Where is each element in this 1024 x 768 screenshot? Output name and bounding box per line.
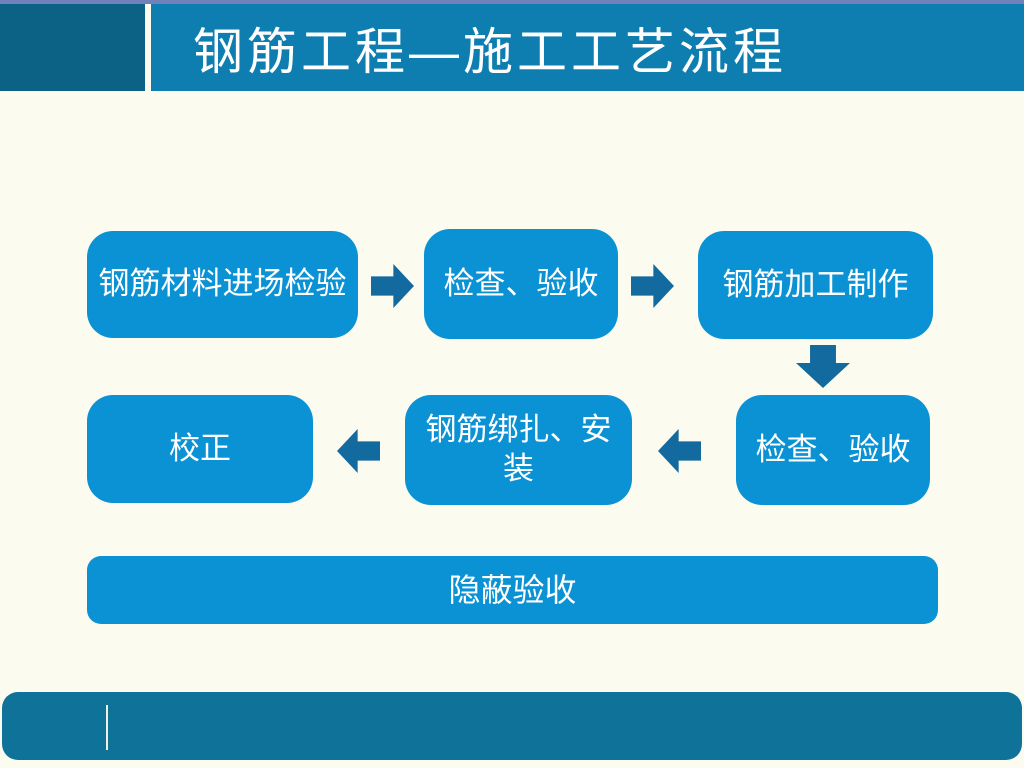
arrow-down-icon: [796, 345, 850, 388]
header-left-block: [0, 4, 145, 91]
flow-node-label: 检查、验收: [755, 431, 911, 467]
arrow-right-icon: [371, 264, 414, 308]
flow-node-check-acceptance-1: 检查、验收: [424, 229, 618, 339]
arrow-left-icon: [337, 429, 380, 473]
flow-node-label: 检查、验收: [443, 265, 599, 301]
flow-node-label: 校正: [169, 430, 231, 466]
slide-title: 钢筋工程—施工工艺流程: [193, 23, 787, 80]
flow-node-check-acceptance-2: 检查、验收: [736, 395, 930, 505]
footer-divider: [106, 705, 108, 750]
footer-bar: [2, 692, 1022, 760]
arrow-right-icon: [631, 264, 674, 308]
flow-node-correction: 校正: [87, 395, 313, 503]
flow-node-label: 钢筋材料进场检验: [98, 266, 347, 302]
flow-node-material-inspection: 钢筋材料进场检验: [87, 231, 358, 338]
flow-node-label: 钢筋加工制作: [722, 266, 909, 302]
flow-node-concealed-acceptance: 隐蔽验收: [87, 556, 938, 624]
flow-node-processing-fabrication: 钢筋加工制作: [698, 231, 933, 339]
flow-node-label: 隐蔽验收: [448, 572, 577, 608]
arrow-left-icon: [658, 429, 701, 473]
flow-node-label: 钢筋绑扎、安装: [425, 412, 612, 486]
top-accent-strip: [0, 0, 1024, 4]
flow-node-binding-installation: 钢筋绑扎、安装: [405, 395, 632, 505]
header-bar: 钢筋工程—施工工艺流程: [151, 4, 1024, 91]
